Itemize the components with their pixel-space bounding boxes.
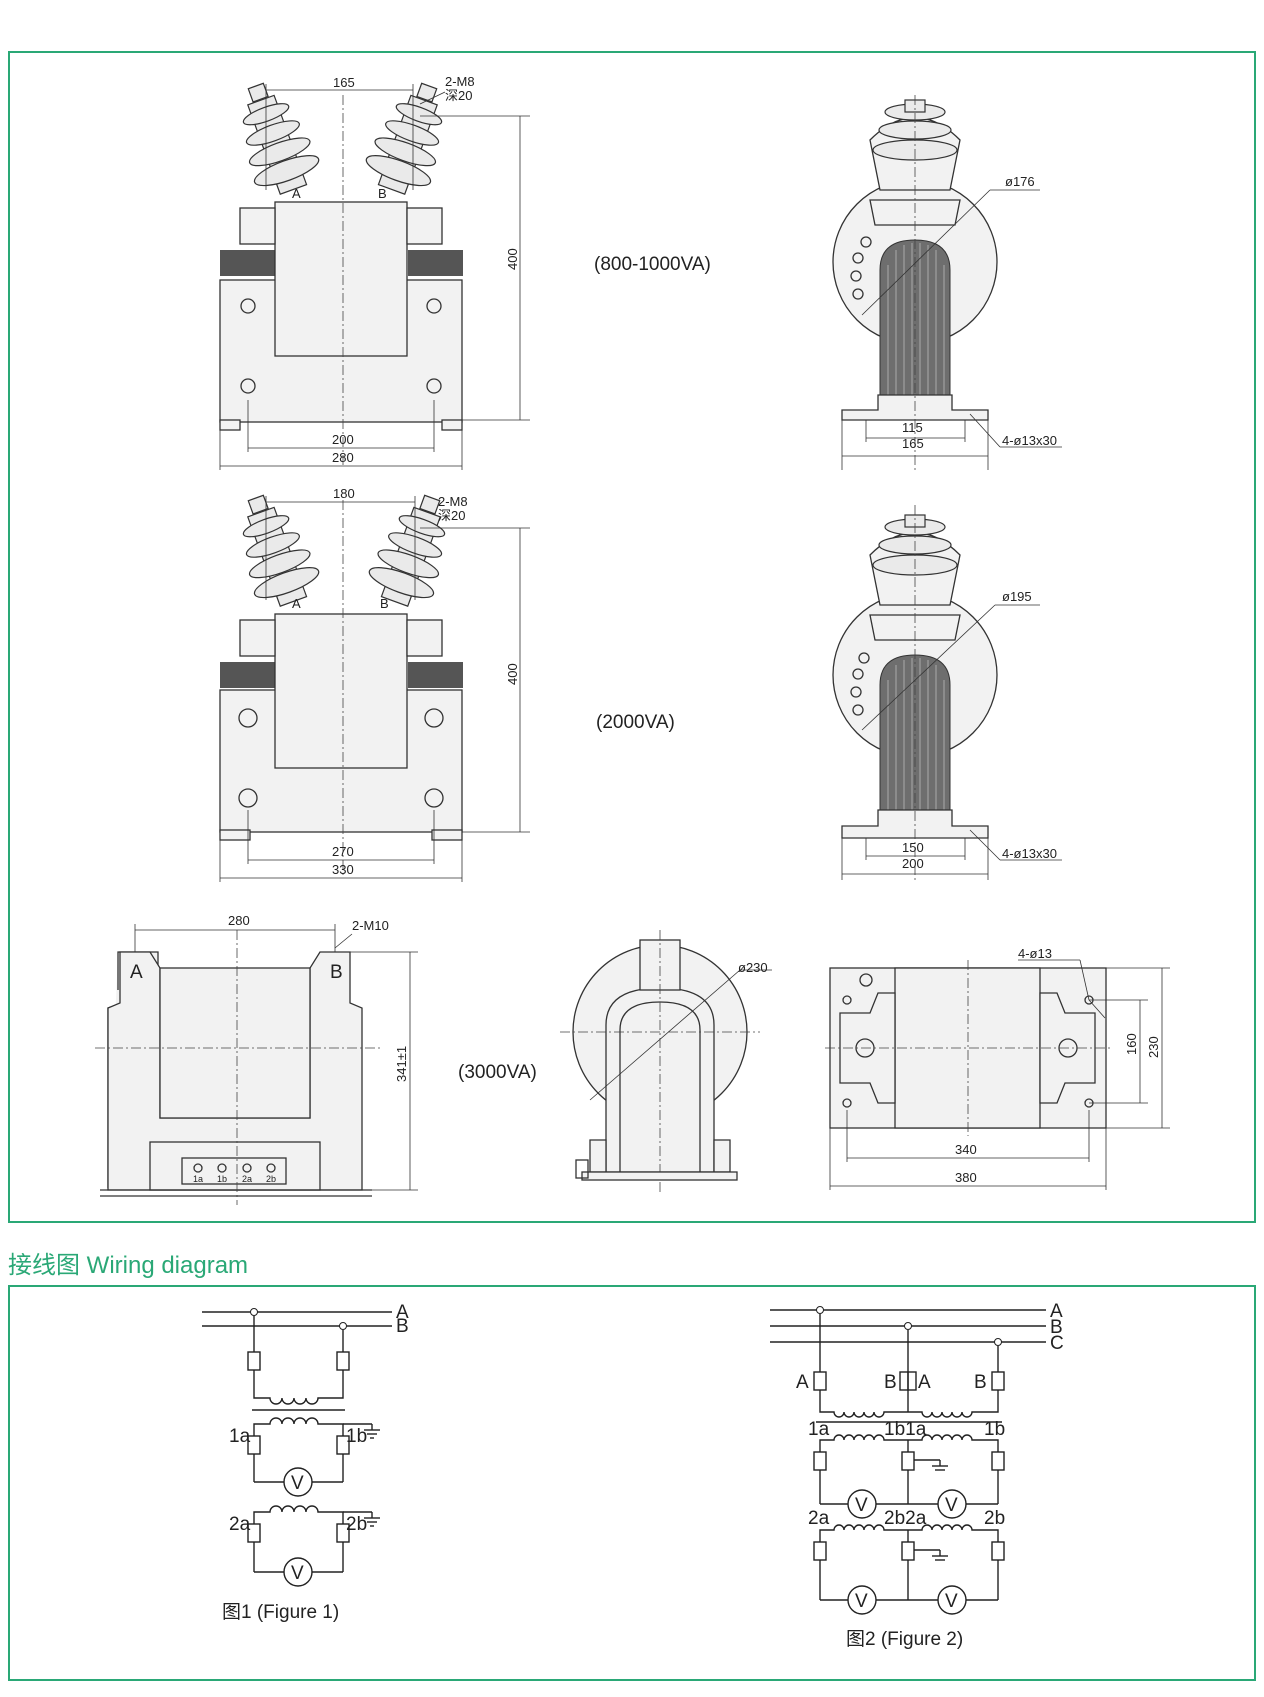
fig2-pt-a2: A — [918, 1372, 931, 1393]
dim-top-3: 280 — [228, 913, 250, 928]
fig2-meter-4: V — [945, 1591, 958, 1612]
front-view-3000va: A B 1a 1b 2a 2b 280 2-M10 341±1 — [95, 913, 418, 1205]
side-view-800-1000va: ø176 115 165 4-ø13x30 — [832, 95, 1062, 470]
side-inner: 115 — [902, 420, 923, 435]
fig1-1a: 1a — [229, 1426, 251, 1447]
side-diameter-2: ø195 — [1002, 589, 1032, 604]
variant-label-3000va: (3000VA) — [458, 1062, 537, 1083]
dim-height-3: 341±1 — [394, 1046, 409, 1082]
depth-note: 深20 — [445, 88, 472, 103]
fig2-pt-b2: B — [974, 1372, 987, 1393]
side-holes: 4-ø13x30 — [1002, 433, 1057, 448]
drawings-panel: A B 165 2-M8 深20 400 200 28 — [8, 51, 1256, 1223]
fig2-meter-2: V — [945, 1495, 958, 1516]
section-title: 接线图 Wiring diagram — [8, 1252, 249, 1279]
top-inner-h: 160 — [1124, 1033, 1139, 1055]
front-view-800-1000va: A B 165 2-M8 深20 400 200 28 — [219, 74, 530, 470]
fig2-caption: 图2 (Figure 2) — [846, 1629, 963, 1650]
fig1-2b: 2b — [346, 1514, 367, 1535]
dim-mount: 200 — [332, 432, 354, 447]
insulator-a — [242, 82, 320, 195]
side-outer-2: 200 — [902, 856, 924, 871]
dim-top-2: 180 — [333, 486, 355, 501]
fig2-2b: 2b — [984, 1508, 1005, 1529]
fig1-2a: 2a — [229, 1514, 251, 1535]
terminal-a-label: A — [292, 186, 301, 201]
terminal-b-label-3: B — [330, 962, 343, 983]
term-2b: 2b — [266, 1174, 276, 1184]
fig1-1b: 1b — [346, 1426, 367, 1447]
top-outer-w: 380 — [955, 1170, 977, 1185]
fig2-2b2a: 2b2a — [884, 1508, 927, 1529]
figure-1: A B 1a 1b V 2a 2b — [202, 1302, 409, 1623]
side-holes-2: 4-ø13x30 — [1002, 846, 1057, 861]
depth-note-2: 深20 — [438, 508, 465, 523]
terminal-a-label-2: A — [292, 596, 301, 611]
fig2-1b1a: 1b1a — [884, 1419, 927, 1440]
side-inner-2: 150 — [902, 840, 924, 855]
wiring-frame — [8, 1285, 1256, 1681]
top-holes: 4-ø13 — [1018, 946, 1052, 961]
fig1-line-a: A — [396, 1302, 409, 1323]
wiring-panel: A B 1a 1b V 2a 2b — [8, 1285, 1256, 1681]
dim-width-2: 330 — [332, 862, 354, 877]
terminal-b-label-2: B — [380, 596, 389, 611]
terminal-b-label: B — [378, 186, 387, 201]
variant-label-800-1000va: (800-1000VA) — [594, 254, 711, 275]
top-view-3000va: 4-ø13 160 230 340 380 — [825, 946, 1170, 1190]
term-1a: 1a — [193, 1174, 203, 1184]
fig2-meter-3: V — [855, 1591, 868, 1612]
top-inner-w: 340 — [955, 1142, 977, 1157]
fig2-line-a: A — [1050, 1301, 1063, 1322]
thread-note: 2-M8 — [445, 74, 475, 89]
insulator-a-2 — [242, 494, 320, 607]
term-2a: 2a — [242, 1174, 252, 1184]
terminal-a-label-3: A — [130, 962, 143, 983]
fig2-meter-1: V — [855, 1495, 868, 1516]
side-view-3000va: ø230 — [560, 930, 772, 1195]
fig1-line-b: B — [396, 1316, 409, 1337]
fig2-line-b: B — [1050, 1317, 1063, 1338]
dim-height: 400 — [505, 248, 520, 270]
insulator-b — [365, 82, 443, 195]
drawings-frame — [8, 51, 1256, 1223]
insulator-b-2 — [368, 494, 446, 607]
term-1b: 1b — [217, 1174, 227, 1184]
dim-height-2: 400 — [505, 663, 520, 685]
fig1-caption: 图1 (Figure 1) — [222, 1602, 339, 1623]
top-outer-h: 230 — [1146, 1036, 1161, 1058]
fig1-meter-1: V — [291, 1473, 304, 1494]
variant-label-2000va: (2000VA) — [596, 712, 675, 733]
dim-mount-2: 270 — [332, 844, 354, 859]
side-diameter-3: ø230 — [738, 960, 768, 975]
thread-note-3: 2-M10 — [352, 918, 389, 933]
fig2-2a: 2a — [808, 1508, 830, 1529]
fig2-line-c: C — [1050, 1333, 1064, 1354]
dim-width: 280 — [332, 450, 354, 465]
side-outer: 165 — [902, 436, 924, 451]
fig2-1a: 1a — [808, 1419, 830, 1440]
figure-2: A B C A B A B 1a 1b1a 1b — [770, 1301, 1064, 1650]
dim-top: 165 — [333, 75, 355, 90]
front-view-2000va: A B 180 2-M8 深20 400 270 330 — [219, 486, 530, 882]
side-view-2000va: ø195 150 200 4-ø13x30 — [832, 505, 1062, 880]
fig2-1b: 1b — [984, 1419, 1005, 1440]
fig1-meter-2: V — [291, 1563, 304, 1584]
thread-note-2: 2-M8 — [438, 494, 468, 509]
fig2-pt-a1: A — [796, 1372, 809, 1393]
side-diameter: ø176 — [1005, 174, 1035, 189]
fig2-pt-b1: B — [884, 1372, 897, 1393]
